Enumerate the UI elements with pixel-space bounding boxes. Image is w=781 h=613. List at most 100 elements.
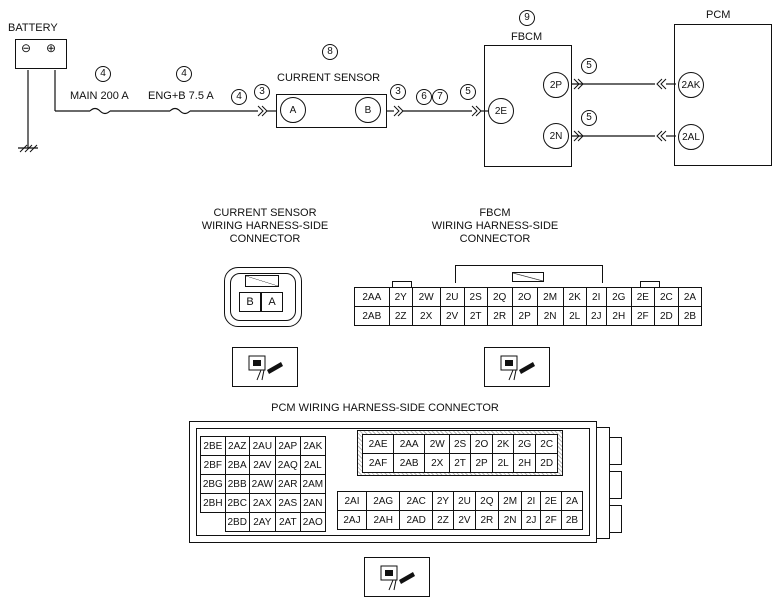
connector-pin-cell: 2I: [585, 287, 607, 307]
connector-pin-cell: 2AW: [248, 474, 276, 494]
eng-fuse-ref: 4: [176, 66, 192, 82]
current-sensor-box: A B: [276, 94, 387, 128]
connector-pin-cell: 2BA: [224, 455, 250, 475]
wire-ref-h: 5: [581, 110, 597, 126]
connector-pin-cell: 2P: [511, 306, 538, 326]
pcm-connector-tab-2: [609, 471, 622, 499]
battery-symbol: ⊖ ⊕: [15, 39, 67, 69]
connector-pin-cell: 2R: [486, 306, 513, 326]
connector-pin-cell: 2AS: [274, 493, 301, 513]
fbcm-connector-title-2: WIRING HARNESS-SIDE: [431, 220, 559, 232]
fbcm-connector-view-icon: [484, 347, 550, 387]
connector-pin-cell: 2J: [521, 510, 541, 530]
connector-pin-cell: 2O: [511, 287, 538, 307]
main-fuse-label: MAIN 200 A: [70, 90, 129, 102]
connector-pin-cell: 2C: [653, 287, 679, 307]
connector-pin-cell: 2AA: [354, 287, 390, 307]
pcm-connector-title: PCM WIRING HARNESS-SIDE CONNECTOR: [271, 402, 499, 414]
connector-pin-cell: 2T: [463, 306, 488, 326]
connector-pin-cell: 2F: [630, 306, 655, 326]
connector-pin-cell: 2AX: [248, 493, 276, 513]
connector-pin-cell: 2G: [512, 434, 537, 454]
connector-pin-cell: 2AN: [299, 493, 327, 513]
connector-pin-cell: 2S: [463, 287, 488, 307]
pcm-connector-tab-1: [609, 437, 622, 465]
connector-pin-cell: 2Y: [388, 287, 413, 307]
connector-pin-cell: 2AY: [248, 512, 276, 532]
fbcm-pin-2n: 2N: [543, 123, 569, 149]
connector-pin-cell: 2M: [497, 491, 523, 511]
connector-pin-cell: 2AJ: [337, 510, 367, 530]
fbcm-label: FBCM: [511, 31, 543, 43]
connector-pin-cell: 2Y: [431, 491, 455, 511]
connector-pin-cell: 2AZ: [224, 436, 250, 456]
wire-ref-b: 3: [254, 84, 270, 100]
connector-pin-cell: 2Z: [431, 510, 455, 530]
fbcm-connector-key-right: [640, 281, 660, 288]
current-sensor-ref: 8: [322, 44, 338, 60]
connector-pin-cell: 2AG: [365, 491, 401, 511]
current-sensor-pin-a: A: [280, 97, 306, 123]
eng-fuse-label: ENG+B 7.5 A: [148, 90, 214, 102]
connector-pin-cell: 2AB: [354, 306, 390, 326]
connector-pin-cell: 2S: [449, 434, 471, 454]
connector-pin-cell: 2Z: [388, 306, 413, 326]
wire-ref-a: 4: [231, 89, 247, 105]
connector-pin-cell: 2AO: [299, 512, 327, 532]
connector-pin-cell: 2L: [492, 453, 514, 473]
cs-connector-title-2: WIRING HARNESS-SIDE: [201, 220, 329, 232]
connector-pin-cell: 2Q: [474, 491, 499, 511]
connector-pin-cell: 2C: [535, 434, 558, 454]
fbcm-connector-title-1: FBCM: [479, 207, 511, 219]
wire-ref-g: 5: [581, 58, 597, 74]
fbcm-pin-2p: 2P: [543, 72, 569, 98]
connector-pin-cell: 2AV: [248, 455, 276, 475]
connector-pin-cell: 2W: [424, 434, 451, 454]
connector-pin-cell: 2BC: [224, 493, 250, 513]
connector-pin-cell: 2AD: [399, 510, 433, 530]
cs-connector-pin-b: B: [239, 292, 261, 312]
pcm-pin-2ak: 2AK: [678, 72, 704, 98]
pcm-connector-body: [189, 421, 597, 543]
connector-pin-cell: 2A: [677, 287, 703, 307]
connector-pin-cell: 2R: [474, 510, 499, 530]
connector-pin-cell: 2N: [536, 306, 564, 326]
connector-pin-cell: 2H: [512, 453, 537, 473]
connector-pin-cell: 2B: [560, 510, 584, 530]
fbcm-connector-key-left: [392, 281, 412, 288]
fbcm-pin-2e: 2E: [488, 98, 514, 124]
connector-pin-cell: 2I: [521, 491, 541, 511]
cs-connector-face: B A: [224, 267, 302, 327]
pcm-label: PCM: [706, 9, 731, 21]
pcm-connector-view-icon: [364, 557, 430, 597]
pcm-pin-2al: 2AL: [678, 124, 704, 150]
connector-pin-cell: 2E: [539, 491, 562, 511]
wire-ref-f: 5: [460, 84, 476, 100]
wire-ref-c: 3: [390, 84, 406, 100]
cs-connector-title-3: CONNECTOR: [229, 233, 301, 245]
connector-pin-cell: 2AT: [274, 512, 301, 532]
fbcm-connector-title-3: CONNECTOR: [459, 233, 531, 245]
connector-pin-cell: 2N: [497, 510, 523, 530]
connector-pin-cell: 2AP: [274, 436, 301, 456]
connector-pin-cell: 2BE: [200, 436, 226, 456]
cs-connector-view-icon: [232, 347, 298, 387]
connector-pin-cell: 2BF: [200, 455, 226, 475]
connector-pin-cell: 2T: [449, 453, 471, 473]
cs-connector-pin-a: A: [261, 292, 283, 312]
current-sensor-pin-b: B: [355, 97, 381, 123]
connector-pin-cell: 2AM: [299, 474, 327, 494]
